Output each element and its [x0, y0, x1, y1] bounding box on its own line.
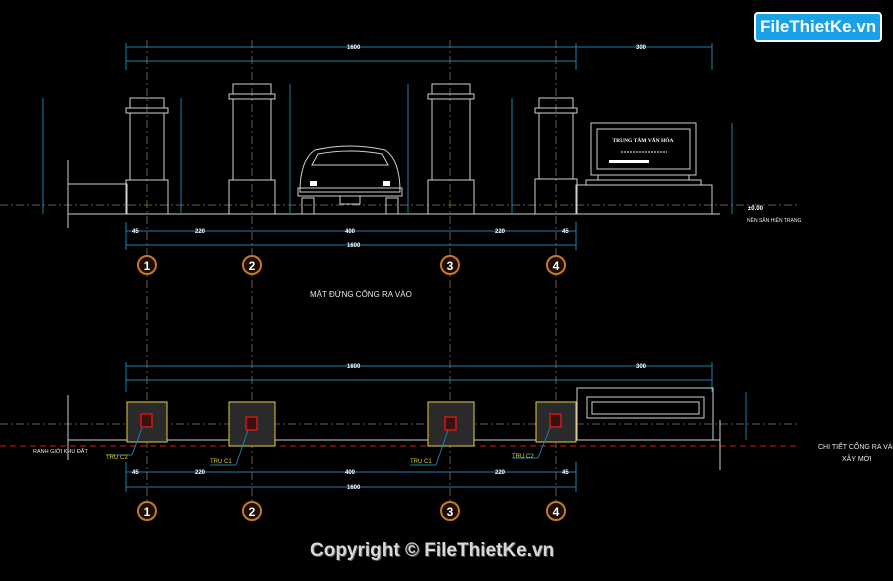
level-label: ±0.00 — [748, 206, 764, 212]
pillar-tag: TRỤ C1 — [210, 459, 232, 465]
elev-dim-b5: 45 — [562, 229, 569, 235]
plan-dim-b5: 45 — [562, 470, 569, 476]
plan-pillar-1 — [126, 401, 168, 443]
axis-label: 1 — [144, 259, 151, 273]
axis-label: 1 — [144, 505, 151, 519]
plan-pillar-4 — [535, 401, 577, 443]
axis-label: 4 — [553, 259, 560, 273]
grid-lines — [146, 40, 557, 520]
plan-pillar-2 — [228, 401, 276, 447]
axis-label: 2 — [249, 259, 256, 273]
pillar-4 — [534, 97, 578, 215]
boundary-label: RANH GIỚI KHU ĐẤT — [33, 448, 88, 455]
axis-label: 2 — [249, 505, 256, 519]
axis-label: 3 — [447, 505, 454, 519]
plan-view: 1600 300 45 220 400 220 45 1600 TRỤ C2 T… — [0, 362, 893, 492]
plan-dim-b3: 400 — [345, 470, 356, 476]
pillar-2 — [228, 83, 276, 215]
sign-text: TRUNG TÂM VĂN HÓA — [612, 136, 673, 144]
elevation-title: MẶT ĐỨNG CỔNG RA VÀO — [310, 290, 412, 299]
plan-dim-b2: 220 — [195, 470, 206, 476]
pillar-1 — [125, 97, 169, 215]
car-front-icon — [297, 145, 403, 215]
plan-dim-overall: 1600 — [347, 364, 361, 370]
pillar-tag: TRỤ C2 — [512, 454, 534, 460]
elev-dim-b3: 400 — [345, 229, 356, 235]
elev-dim-b1: 45 — [132, 229, 139, 235]
plan-dim-right: 300 — [636, 364, 647, 370]
elev-dim-overall: 1600 — [347, 45, 361, 51]
elev-dim-b4: 220 — [495, 229, 506, 235]
filethietke-logo: FileThietKe.vn — [754, 12, 883, 42]
pillar-3 — [427, 83, 475, 215]
elev-dim-b2: 220 — [195, 229, 206, 235]
detail-label-1: CHI TIẾT CỔNG RA VÀO — [818, 441, 893, 451]
axis-label: 4 — [553, 505, 560, 519]
plan-dim-b-overall: 1600 — [347, 485, 361, 491]
ground-label: NỀN SÂN HIỆN TRẠNG — [747, 216, 801, 224]
pillar-tag: TRỤ C1 — [410, 459, 432, 465]
axis-bubbles-plan: 1 2 3 4 — [137, 501, 566, 521]
elevation-view: 1600 300 45 220 400 220 45 1600 TRUNG TÂ… — [0, 43, 801, 299]
pillar-tag: TRỤ C2 — [106, 455, 128, 461]
detail-label-2: XÂY MỚI — [842, 454, 872, 463]
elev-dim-right: 300 — [636, 45, 647, 51]
plan-pillar-3 — [427, 401, 475, 447]
plan-dim-b4: 220 — [495, 470, 506, 476]
elev-dim-b-overall: 1600 — [347, 243, 361, 249]
gate-sign: TRUNG TÂM VĂN HÓA — [575, 122, 713, 215]
plan-dim-b1: 45 — [132, 470, 139, 476]
axis-bubbles-elevation: 1 2 3 4 — [137, 255, 566, 275]
axis-label: 3 — [447, 259, 454, 273]
plan-sign-wall — [576, 387, 714, 441]
copyright-watermark: Copyright © FileThietKe.vn — [310, 540, 555, 561]
